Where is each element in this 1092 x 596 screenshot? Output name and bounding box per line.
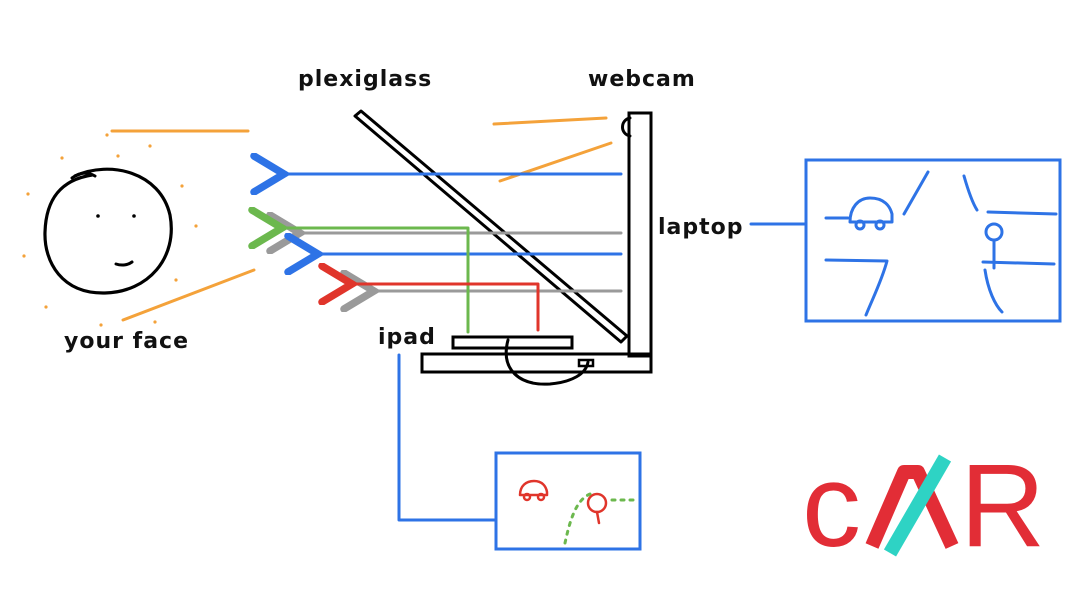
logo-letter-c: c xyxy=(802,440,861,572)
webcam-fov-line-top xyxy=(492,116,608,126)
ipad-view-car-icon xyxy=(518,479,549,502)
laptop-view-car-icon xyxy=(848,196,894,231)
face-glow-dots xyxy=(22,133,198,327)
ray-red-from-ipad xyxy=(352,284,540,332)
laptop-base xyxy=(420,352,653,374)
road-edge-left-lower xyxy=(824,258,889,317)
logo-teal-slash xyxy=(883,454,952,557)
face-left-eye xyxy=(96,214,100,218)
plexiglass-label: plexiglass xyxy=(298,67,432,92)
face-outline xyxy=(43,167,173,295)
laptop-view-pedestrian-icon xyxy=(984,222,1004,270)
laptop-view-road-scene xyxy=(824,170,1058,317)
logo-letter-a xyxy=(865,465,959,549)
ipad-view-frame xyxy=(494,451,642,551)
laptop-view-panel xyxy=(804,158,1062,323)
ray-green-from-ipad xyxy=(282,228,470,334)
ipad-callout-connector xyxy=(397,353,498,522)
face-fov-line-bottom xyxy=(121,268,256,322)
webcam-icon xyxy=(621,116,632,138)
your-face-label: your face xyxy=(64,329,189,354)
ipad-device xyxy=(451,335,574,350)
face-illustration xyxy=(43,167,173,295)
face-mouth xyxy=(114,260,134,267)
car-logo: c R xyxy=(802,440,1045,572)
road-edge-right-top xyxy=(962,174,979,212)
logo-letter-r: R xyxy=(960,440,1045,572)
laptop-screen xyxy=(627,111,653,358)
ipad-view-panel xyxy=(494,451,642,551)
road-edge-left-top xyxy=(902,170,930,216)
laptop-label: laptop xyxy=(658,215,744,240)
face-hair-stroke xyxy=(70,171,97,180)
ipad-view-pedestrian-icon xyxy=(586,492,608,525)
face-right-eye xyxy=(132,214,136,218)
plexiglass-pane xyxy=(353,109,629,344)
road-edge-right-lower xyxy=(983,268,1004,314)
laptop-view-frame xyxy=(804,158,1062,323)
road-edge-right-upper-horizontal xyxy=(986,210,1058,216)
ipad-view-path-dotted-left xyxy=(563,492,592,545)
ipad-stand-loop xyxy=(504,338,590,386)
ipad-label: ipad xyxy=(378,325,436,350)
webcam-label: webcam xyxy=(588,67,696,92)
laptop-device xyxy=(420,111,653,386)
